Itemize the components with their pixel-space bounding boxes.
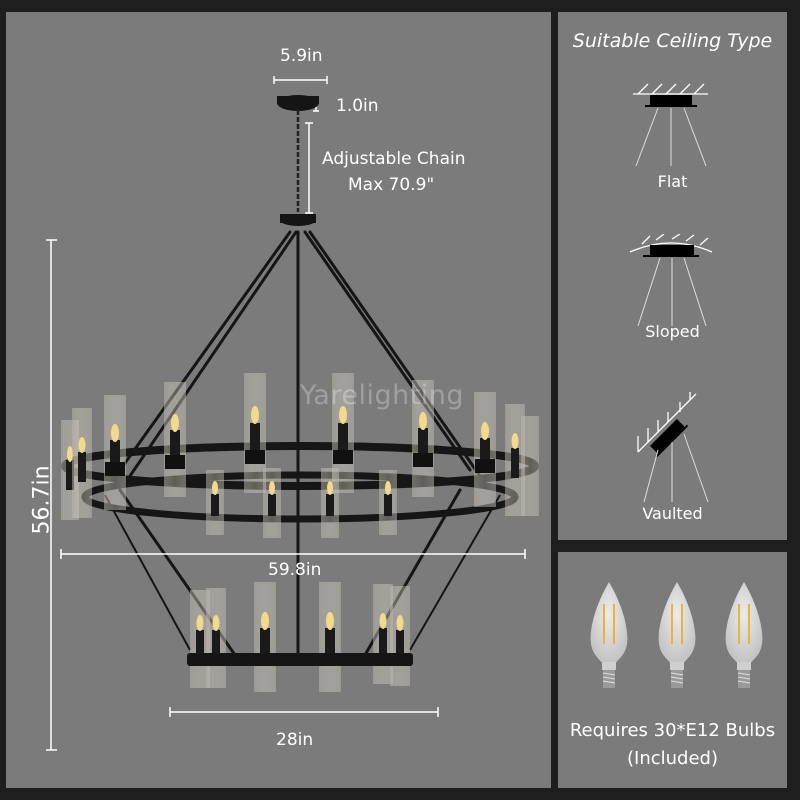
chain-label-line1: Adjustable Chain: [322, 149, 466, 169]
lower-diameter-dimension: [169, 707, 439, 717]
bulb-icon-2: [658, 582, 696, 688]
sloped-ceiling-icon: [629, 234, 713, 326]
canopy-height-label: 1.0in: [336, 96, 379, 116]
height-dimension: [46, 239, 57, 751]
bulb-icon-1: [590, 582, 628, 688]
lower-tier-lights: [190, 582, 410, 692]
ceiling-type-sloped: Sloped: [645, 322, 700, 341]
watermark: Yarelighting: [300, 380, 465, 411]
ceiling-type-panel: Suitable Ceiling Type Flat Sloped: [558, 12, 787, 540]
bulb-icon-3: [725, 582, 763, 688]
lower-diameter-label: 28in: [276, 730, 314, 750]
height-label: 56.7in: [29, 465, 55, 535]
bulb-info-panel: Requires 30*E12 Bulbs (Included): [558, 552, 787, 788]
product-image-panel: Yarelighting 5.9in 1.0in Adjustable Chai…: [6, 12, 551, 788]
ceiling-type-flat: Flat: [657, 172, 688, 191]
chandelier-illustration: [46, 76, 539, 751]
candelabra-bulb-icons: [590, 582, 763, 688]
canopy-width-dimension: [273, 76, 328, 84]
upper-diameter-dimension: [60, 549, 526, 559]
vaulted-ceiling-icon: [637, 392, 709, 503]
chain-label-line2: Max 70.9": [348, 175, 435, 195]
ceiling-type-vaulted: Vaulted: [642, 504, 703, 523]
upper-diameter-label: 59.8in: [268, 560, 322, 580]
canopy-width-label: 5.9in: [280, 46, 323, 66]
ceiling-panel-title: Suitable Ceiling Type: [572, 30, 773, 52]
bulb-requirement: Requires 30*E12 Bulbs: [569, 720, 776, 741]
bulb-included-note: (Included): [627, 748, 718, 769]
flat-ceiling-icon: [633, 83, 708, 167]
